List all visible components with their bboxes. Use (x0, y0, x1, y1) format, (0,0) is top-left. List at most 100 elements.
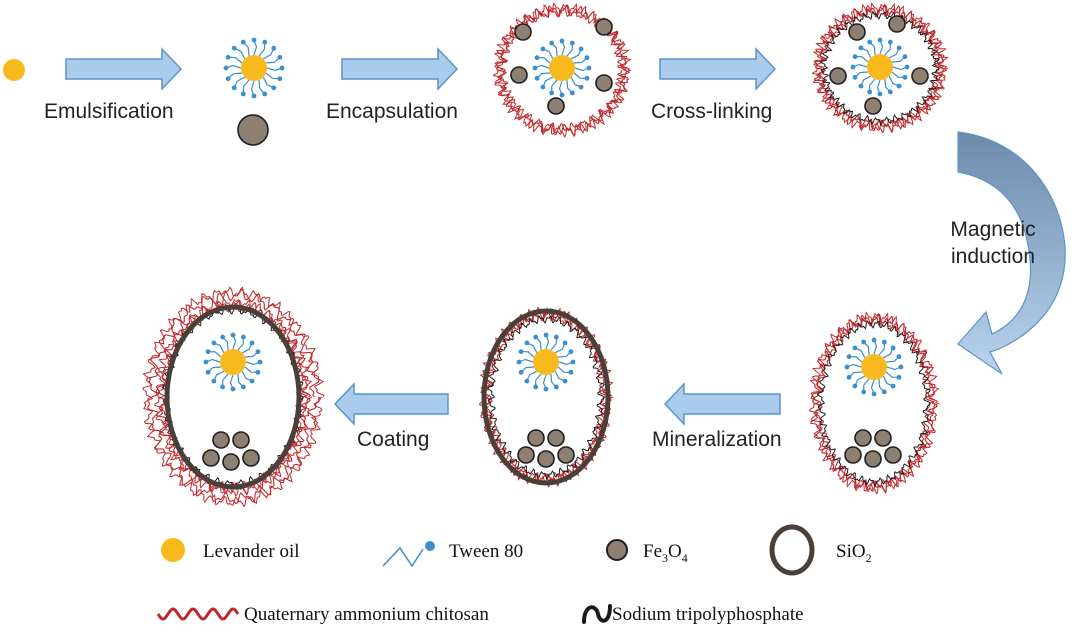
fe3o4-particle (537, 450, 555, 468)
tween-head (231, 45, 237, 51)
step-label-emulsification: Emulsification (44, 100, 174, 123)
oil-droplet (533, 349, 559, 375)
tween-head (584, 75, 590, 81)
tween-head (279, 65, 285, 71)
tween-head (850, 64, 856, 70)
oil-droplet (241, 55, 267, 81)
chitosan-strand (811, 313, 938, 493)
tween-head (586, 65, 592, 71)
fe3o4-particle (854, 429, 872, 447)
tween-head (203, 359, 209, 365)
tween-head (543, 386, 549, 392)
tween-head (271, 85, 277, 91)
fe3o4-sub-3: 3 (662, 550, 668, 565)
tween-head (524, 340, 530, 346)
fe3o4-particle (595, 74, 613, 92)
legend-fe3o4-icon (606, 539, 628, 561)
tween-head (524, 378, 530, 384)
tween-head (251, 93, 257, 99)
tween-head (230, 386, 236, 392)
chitosan-strand (492, 2, 632, 138)
fe3o4-particle (864, 97, 882, 115)
fe3o4-particle (547, 97, 565, 115)
capsule-magnetic (808, 311, 940, 495)
tween-head (240, 39, 246, 45)
tween-head (881, 339, 887, 345)
micelle (850, 37, 910, 97)
fe3o4-particle (911, 67, 929, 85)
tween-head (562, 340, 568, 346)
fe3o4-fe: Fe (643, 541, 662, 562)
legend-label-tween: Tween 80 (449, 541, 524, 562)
tween-head (844, 364, 850, 370)
tween-head (220, 334, 226, 340)
tpp-shell (819, 11, 940, 127)
tween-head (871, 391, 877, 397)
tween-head (211, 340, 217, 346)
tween-head (533, 334, 539, 340)
sio2-text: SiO (836, 541, 866, 562)
fe3o4-particle (595, 18, 613, 36)
tween-head (852, 383, 858, 389)
step-label-coating: Coating (357, 428, 430, 451)
arrow-emulsification (65, 47, 183, 91)
tween-head (534, 55, 540, 61)
tween-head (540, 46, 546, 52)
tween-head (890, 383, 896, 389)
arrow-magnetic-induction (957, 131, 1066, 375)
tween-head (277, 54, 283, 60)
fe3o4-o: O (668, 541, 682, 562)
legend-sio2-icon (769, 524, 815, 576)
tween-head (846, 374, 852, 380)
legend-label-sio2: SiO2 (836, 541, 872, 566)
tween-head (569, 90, 575, 96)
tween-head (518, 349, 524, 355)
oil-droplet (220, 349, 246, 375)
tween-head (225, 54, 231, 60)
tween-head (271, 45, 277, 51)
tween-head (568, 349, 574, 355)
fe3o4-particle (829, 67, 847, 85)
tween-head (240, 334, 246, 340)
tween-head (559, 92, 565, 98)
tween-head (205, 349, 211, 355)
fe3o4-particle (517, 446, 535, 464)
micelle (203, 332, 263, 392)
fe3o4-particle (237, 114, 269, 146)
micelle (844, 337, 904, 397)
tween-head (887, 89, 893, 95)
sio2-shell (164, 304, 302, 490)
fe3o4-particle (888, 15, 906, 33)
fe3o4-sub-4: 4 (681, 550, 688, 565)
tpp-shell (486, 315, 605, 481)
fe3o4-particle (844, 446, 862, 464)
fe3o4-particle (874, 429, 892, 447)
sio2-shell (481, 308, 611, 486)
tween-head (223, 65, 229, 71)
tween-head (240, 91, 246, 97)
capsule-encapsulated (492, 2, 632, 138)
step-label-encapsulation: Encapsulation (326, 100, 458, 123)
tween-head (887, 39, 893, 45)
legend-tween-head-icon (425, 541, 435, 551)
tween-head (543, 332, 549, 338)
tween-head (846, 354, 852, 360)
capsule-crosslinked (811, 2, 949, 134)
tween-head (257, 359, 263, 365)
tween-head (211, 378, 217, 384)
tween-head (877, 37, 883, 43)
sio2-sub-2: 2 (865, 550, 872, 565)
tween-head (249, 378, 255, 384)
tween-head (896, 354, 902, 360)
tween-head (902, 54, 908, 60)
micelle (532, 38, 592, 98)
tween-head (540, 84, 546, 90)
tpp-strand (819, 11, 940, 127)
tween-head (867, 89, 873, 95)
tween-head (578, 84, 584, 90)
fe3o4-particle (222, 453, 240, 471)
tween-head (562, 378, 568, 384)
tween-head (533, 384, 539, 390)
tween-head (896, 83, 902, 89)
